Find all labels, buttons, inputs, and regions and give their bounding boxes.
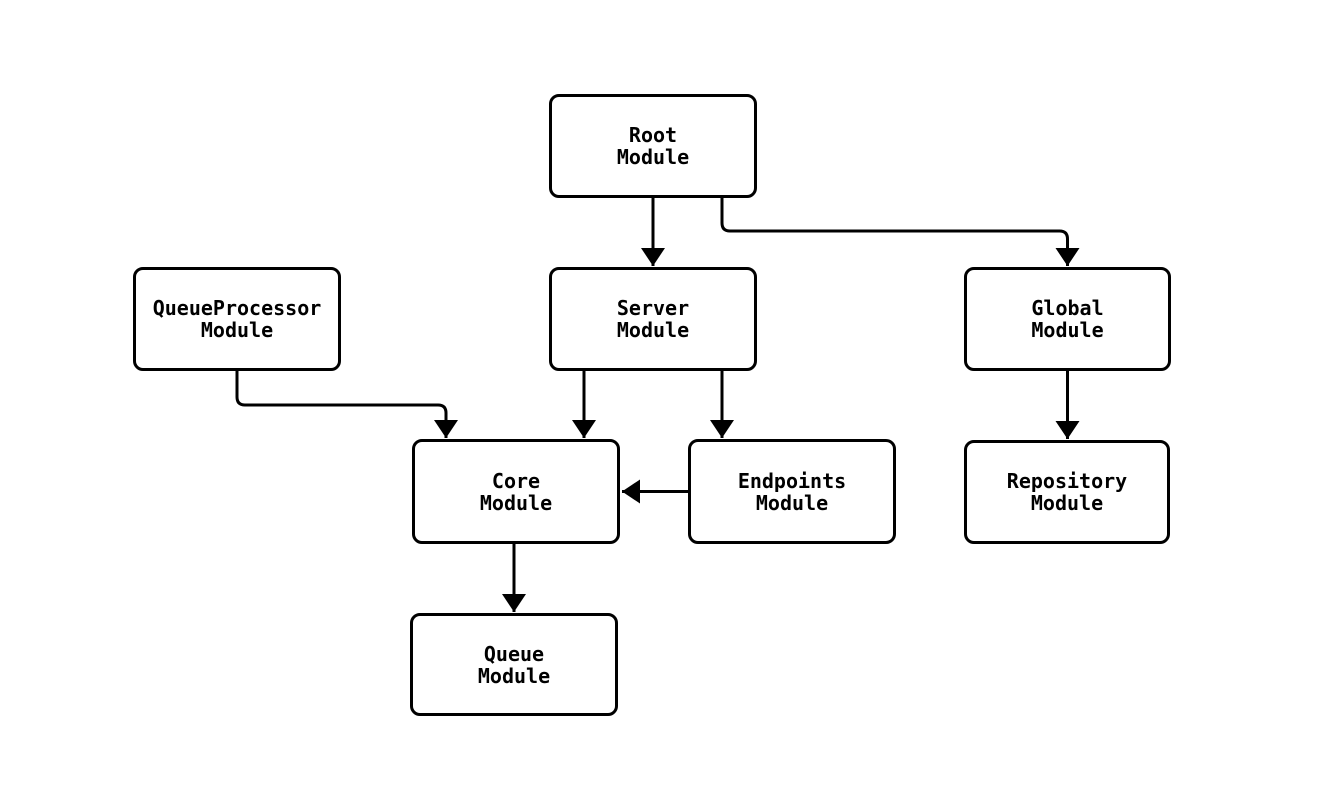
node-root-module: Root Module	[549, 94, 757, 198]
node-endpoints-module-label: Endpoints Module	[737, 468, 847, 515]
node-queueprocessor-module-label: QueueProcessor Module	[152, 296, 322, 342]
node-core-module-label: Core Module	[479, 468, 553, 515]
node-root-module-label: Root Module	[616, 123, 690, 169]
node-server-module-label: Server Module	[616, 296, 690, 342]
node-repository-module: Repository Module	[964, 440, 1170, 544]
edge-root-to-global	[720, 198, 1080, 266]
node-server-module: Server Module	[549, 267, 757, 371]
node-queue-module-label: Queue Module	[477, 641, 551, 688]
node-core-module: Core Module	[412, 439, 620, 544]
node-global-module-label: Global Module	[1031, 296, 1104, 342]
node-queueprocessor-module: QueueProcessor Module	[133, 267, 341, 371]
node-repository-module-label: Repository Module	[1006, 469, 1128, 515]
edge-queueprocessor-to-core	[235, 371, 458, 438]
node-global-module: Global Module	[964, 267, 1171, 371]
node-queue-module: Queue Module	[410, 613, 618, 716]
node-endpoints-module: Endpoints Module	[688, 439, 896, 544]
